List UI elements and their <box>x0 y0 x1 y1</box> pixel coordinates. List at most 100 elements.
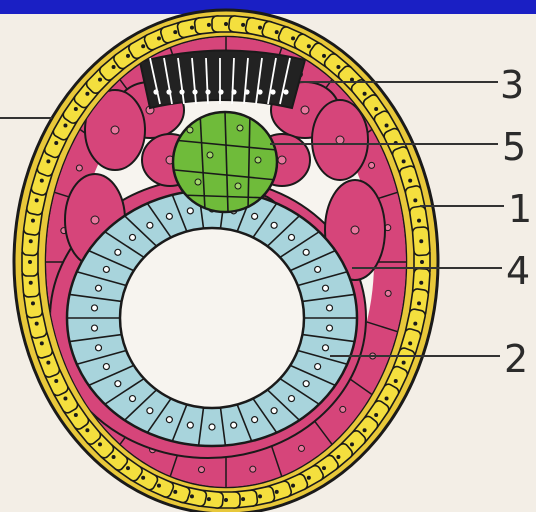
cell-nucleus <box>270 89 275 94</box>
cell-nucleus <box>315 266 321 272</box>
cell-nucleus <box>40 341 44 345</box>
cell-nucleus <box>54 379 58 383</box>
cell-nucleus <box>130 234 136 240</box>
cell-nucleus <box>413 198 417 202</box>
cell-nucleus <box>29 239 33 243</box>
cell-nucleus <box>351 226 359 234</box>
cell-nucleus <box>307 44 311 48</box>
cell-nucleus <box>92 325 98 331</box>
cell-nucleus <box>126 466 130 470</box>
cell-nucleus <box>291 36 295 40</box>
cell-nucleus <box>250 466 256 472</box>
cell-nucleus <box>307 476 311 480</box>
cell-nucleus <box>244 89 249 94</box>
cell-nucleus <box>271 222 277 228</box>
cell-nucleus <box>205 89 210 94</box>
label-3: 3 <box>500 66 524 104</box>
cell-nucleus <box>271 408 277 414</box>
cell-nucleus <box>301 106 309 114</box>
cell-nucleus <box>195 179 201 185</box>
cell-nucleus <box>235 183 241 189</box>
cell-nucleus <box>336 65 340 69</box>
cell-nucleus <box>28 260 32 264</box>
cell-nucleus <box>173 490 177 494</box>
inner-cavity <box>46 37 406 487</box>
cell-nucleus <box>257 89 262 94</box>
cell-nucleus <box>98 442 102 446</box>
cell-nucleus <box>288 396 294 402</box>
cell-nucleus <box>141 44 145 48</box>
cell-nucleus <box>187 422 193 428</box>
cell-nucleus <box>417 219 421 223</box>
cell-nucleus <box>63 123 67 127</box>
cell-nucleus <box>283 89 288 94</box>
label-5: 5 <box>502 128 526 166</box>
cell-nucleus <box>112 65 116 69</box>
cell-nucleus <box>408 341 412 345</box>
cell-nucleus <box>275 490 279 494</box>
cell-nucleus <box>326 305 332 311</box>
cell-nucleus <box>29 281 33 285</box>
cell-nucleus <box>126 54 130 58</box>
cell-nucleus <box>402 159 406 163</box>
cell-nucleus <box>322 54 326 58</box>
cell-nucleus <box>224 22 228 26</box>
cell-nucleus <box>207 152 213 158</box>
cell-nucleus <box>224 498 228 502</box>
yolk-sac-cavity <box>120 228 304 408</box>
cell-nucleus <box>76 165 82 171</box>
cell-nucleus <box>157 36 161 40</box>
cell-nucleus <box>303 249 309 255</box>
cell-nucleus <box>190 26 194 30</box>
cell-nucleus <box>112 455 116 459</box>
cell-nucleus <box>241 23 245 27</box>
cell-nucleus <box>198 467 204 473</box>
cell-nucleus <box>288 234 294 240</box>
cell-nucleus <box>103 266 109 272</box>
cell-nucleus <box>91 216 99 224</box>
cell-nucleus <box>173 30 177 34</box>
cell-nucleus <box>103 364 109 370</box>
cell-nucleus <box>291 484 295 488</box>
cell-nucleus <box>63 397 67 401</box>
cell-nucleus <box>218 89 223 94</box>
cell-nucleus <box>231 422 237 428</box>
cell-nucleus <box>394 379 398 383</box>
cell-nucleus <box>98 78 102 82</box>
cell-nucleus <box>340 406 346 412</box>
cell-nucleus <box>303 381 309 387</box>
top-band <box>0 0 536 14</box>
cell-nucleus <box>363 428 367 432</box>
cell-nucleus <box>111 126 119 134</box>
cell-nucleus <box>74 107 78 111</box>
cell-nucleus <box>74 413 78 417</box>
cell-nucleus <box>336 136 344 144</box>
cell-nucleus <box>237 125 243 131</box>
cell-nucleus <box>147 222 153 228</box>
cell-nucleus <box>322 285 328 291</box>
label-4: 4 <box>506 252 530 290</box>
cell-nucleus <box>35 322 39 326</box>
cell-nucleus <box>315 364 321 370</box>
cell-nucleus <box>413 322 417 326</box>
cell-nucleus <box>35 198 39 202</box>
cell-nucleus <box>40 179 44 183</box>
cell-nucleus <box>252 213 258 219</box>
cell-nucleus <box>166 89 171 94</box>
cell-nucleus <box>420 260 424 264</box>
cell-nucleus <box>31 301 35 305</box>
cell-nucleus <box>153 89 158 94</box>
cell-nucleus <box>252 417 258 423</box>
cell-nucleus <box>241 497 245 501</box>
cell-nucleus <box>385 397 389 401</box>
cell-nucleus <box>278 156 286 164</box>
cell-nucleus <box>85 428 89 432</box>
cell-nucleus <box>190 494 194 498</box>
cell-nucleus <box>419 239 423 243</box>
label-2: 2 <box>504 340 528 378</box>
cell-nucleus <box>385 290 391 296</box>
label-1: 1 <box>508 190 532 228</box>
cell-nucleus <box>115 249 121 255</box>
cell-nucleus <box>187 208 193 214</box>
cell-nucleus <box>166 417 172 423</box>
